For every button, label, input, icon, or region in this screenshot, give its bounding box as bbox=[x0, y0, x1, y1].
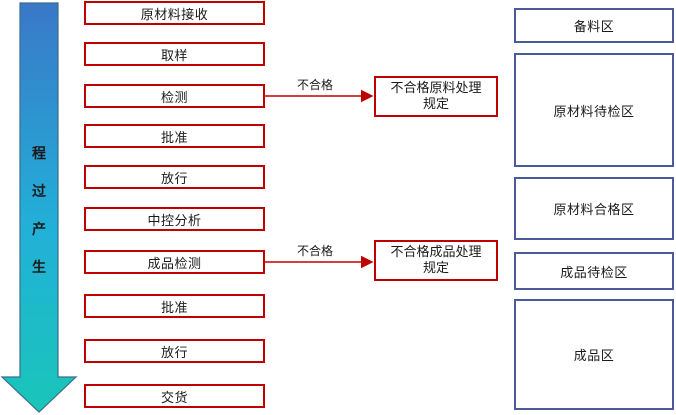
branch-label-raw: 不合格 bbox=[297, 78, 334, 92]
step-inspection: 检测 bbox=[84, 84, 265, 108]
step-delivery: 交货 bbox=[84, 384, 265, 408]
zone-raw-material-quarantine: 原材料待检区 bbox=[514, 53, 674, 167]
step-product-release: 放行 bbox=[84, 339, 265, 363]
rule-raw-line2: 规定 bbox=[422, 96, 449, 112]
branch-label-product: 不合格 bbox=[297, 244, 334, 258]
rule-product-line2: 规定 bbox=[422, 260, 449, 276]
process-arrow bbox=[0, 2, 78, 413]
step-approval: 批准 bbox=[84, 124, 265, 148]
step-release: 放行 bbox=[84, 165, 265, 189]
process-title: 程过产生 bbox=[32, 146, 46, 276]
zone-material-preparation: 备料区 bbox=[514, 8, 674, 43]
rule-nonconforming-raw-material: 不合格原料处理 规定 bbox=[374, 76, 498, 117]
step-in-process-control: 中控分析 bbox=[84, 207, 265, 231]
rule-product-line1: 不合格成品处理 bbox=[390, 244, 482, 260]
zone-product-quarantine: 成品待检区 bbox=[514, 252, 674, 290]
rule-nonconforming-product: 不合格成品处理 规定 bbox=[374, 240, 498, 281]
rule-raw-line1: 不合格原料处理 bbox=[390, 80, 482, 96]
zone-finished-product: 成品区 bbox=[514, 299, 674, 410]
zone-raw-material-approved: 原材料合格区 bbox=[514, 177, 674, 240]
step-raw-material-receiving: 原材料接收 bbox=[84, 1, 265, 25]
step-product-inspection: 成品检测 bbox=[84, 250, 265, 274]
step-product-approval: 批准 bbox=[84, 294, 265, 318]
step-sampling: 取样 bbox=[84, 42, 265, 66]
